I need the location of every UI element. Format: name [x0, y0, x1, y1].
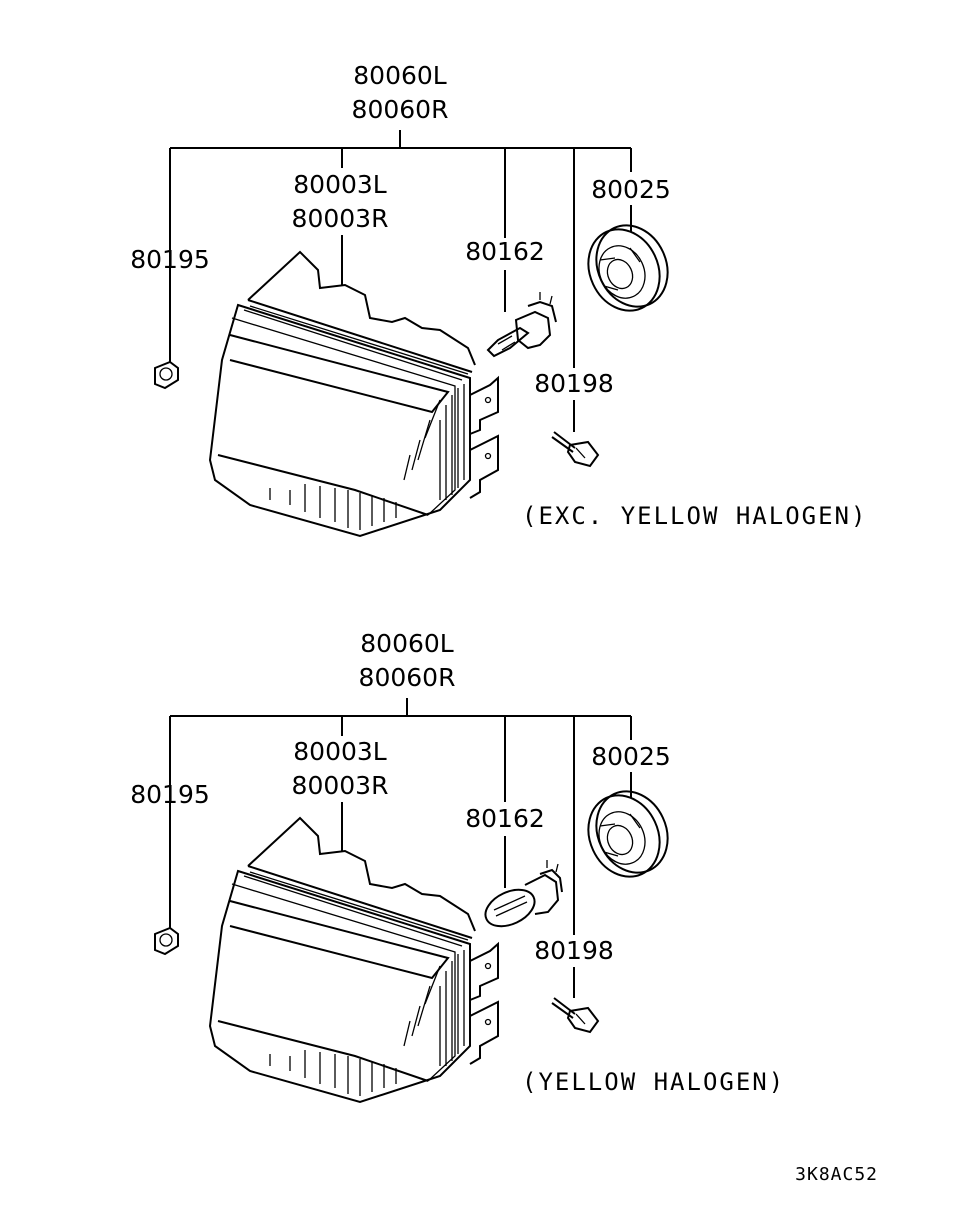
label-bolt: 80198: [534, 369, 614, 398]
label-housing-left: 80003L: [293, 737, 387, 766]
diagram-top: 80060L 80060R 80003L 80003R 80195 80162 …: [130, 61, 867, 537]
label-bulb: 80162: [465, 237, 545, 266]
label-housing-right: 80003R: [292, 771, 389, 800]
label-nut: 80195: [130, 245, 210, 274]
bulb-drawing: [487, 291, 557, 357]
label-socket-cover: 80025: [591, 175, 671, 204]
socket-cover-drawing: [574, 212, 682, 324]
label-assembly-right: 80060R: [352, 95, 449, 124]
label-assembly-left: 80060L: [353, 61, 447, 90]
headlamp-drawing: [154, 817, 599, 1103]
figure-code: 3K8AC52: [795, 1164, 878, 1185]
label-housing-left: 80003L: [293, 170, 387, 199]
label-bolt: 80198: [534, 936, 614, 965]
diagram-bottom: 80060L 80060R 80003L 80003R 80195 80162 …: [130, 629, 785, 1103]
leader-lines-top: [169, 130, 632, 432]
leader-lines-bottom: [169, 698, 632, 998]
label-bulb: 80162: [465, 804, 545, 833]
label-socket-cover: 80025: [591, 742, 671, 771]
headlamp-drawing: [154, 251, 599, 537]
bulb-drawing: [478, 859, 563, 935]
note-bottom: (YELLOW HALOGEN): [522, 1068, 785, 1096]
note-top: (EXC. YELLOW HALOGEN): [522, 502, 867, 530]
label-assembly-left: 80060L: [360, 629, 454, 658]
label-assembly-right: 80060R: [359, 663, 456, 692]
label-nut: 80195: [130, 780, 210, 809]
label-housing-right: 80003R: [292, 204, 389, 233]
socket-cover-drawing: [574, 778, 682, 890]
